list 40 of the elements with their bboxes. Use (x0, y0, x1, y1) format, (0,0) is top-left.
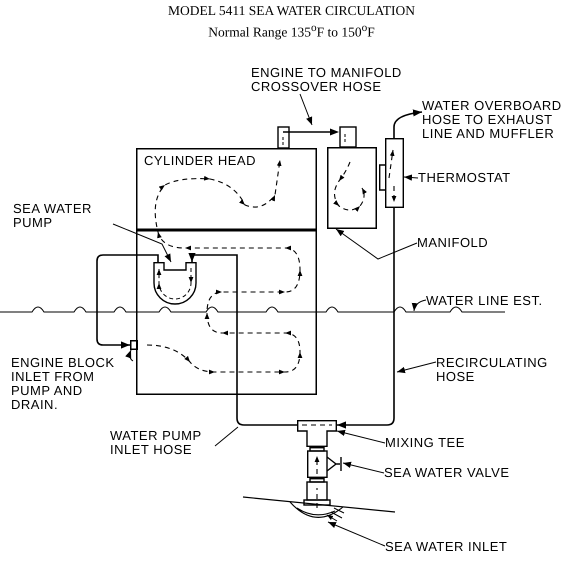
subtitle: Normal Range 135$^{o}$F to 150$^{o}$F (208, 21, 375, 40)
tee-fitting (297, 420, 337, 447)
part-label: RECIRCULATING HOSE (436, 356, 571, 384)
leader-line (336, 430, 386, 444)
crossover-hose (277, 125, 357, 149)
manifold-box (327, 147, 377, 229)
leader-line (125, 350, 134, 362)
part-label: WATER OVERBOARD HOSE TO EXHAUST LINE AND MUFFLER (422, 99, 582, 141)
diagram-title: MODEL 5411 SEA WATER CIRCULATION (168, 3, 415, 19)
part-label: SEA WATER INLET (385, 540, 508, 554)
part-label: SEA WATER VALVE (384, 466, 510, 480)
thermostat-housing (379, 138, 404, 208)
part-label: CYLINDER HEAD (144, 154, 256, 168)
inlet-scoop (287, 478, 345, 522)
part-label: WATER PUMP INLET HOSE (110, 429, 215, 457)
pump-housing (153, 262, 197, 305)
hose-arrow (188, 253, 297, 426)
leader-line (412, 300, 426, 312)
cylinder-head-box (136, 148, 317, 230)
leader-line (404, 174, 418, 181)
part-label: SEA WATER PUMP (13, 202, 113, 230)
leader-line (336, 228, 418, 260)
leader-line (328, 522, 386, 546)
hose-arrow (96, 254, 159, 349)
part-label: THERMOSTAT (418, 171, 511, 185)
hose-arrow (337, 208, 395, 429)
leader-line (300, 94, 312, 126)
hose-arrow (393, 110, 422, 138)
inlet-fitting (130, 340, 138, 350)
leader-line (112, 224, 172, 262)
engine-block-box (136, 230, 317, 395)
part-label: ENGINE TO MANIFOLD CROSSOVER HOSE (251, 66, 429, 94)
part-label: MIXING TEE (385, 436, 465, 450)
part-label: MANIFOLD (417, 236, 488, 250)
leader-line (214, 426, 238, 446)
part-label: WATER LINE EST. (426, 294, 543, 308)
part-label: ENGINE BLOCK INLET FROM PUMP AND DRAIN. (11, 356, 133, 412)
leader-line (396, 362, 436, 374)
valve-body (307, 447, 343, 478)
leader-line (342, 462, 384, 474)
